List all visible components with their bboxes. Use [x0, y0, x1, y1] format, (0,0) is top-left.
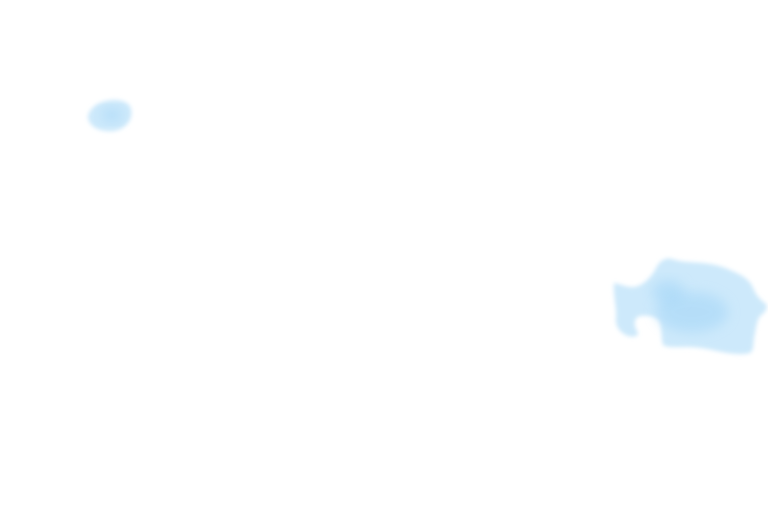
blob-core	[101, 108, 123, 122]
small-blob-upper-left	[88, 100, 132, 132]
blob-core	[652, 280, 684, 304]
large-blob-right	[613, 258, 767, 355]
